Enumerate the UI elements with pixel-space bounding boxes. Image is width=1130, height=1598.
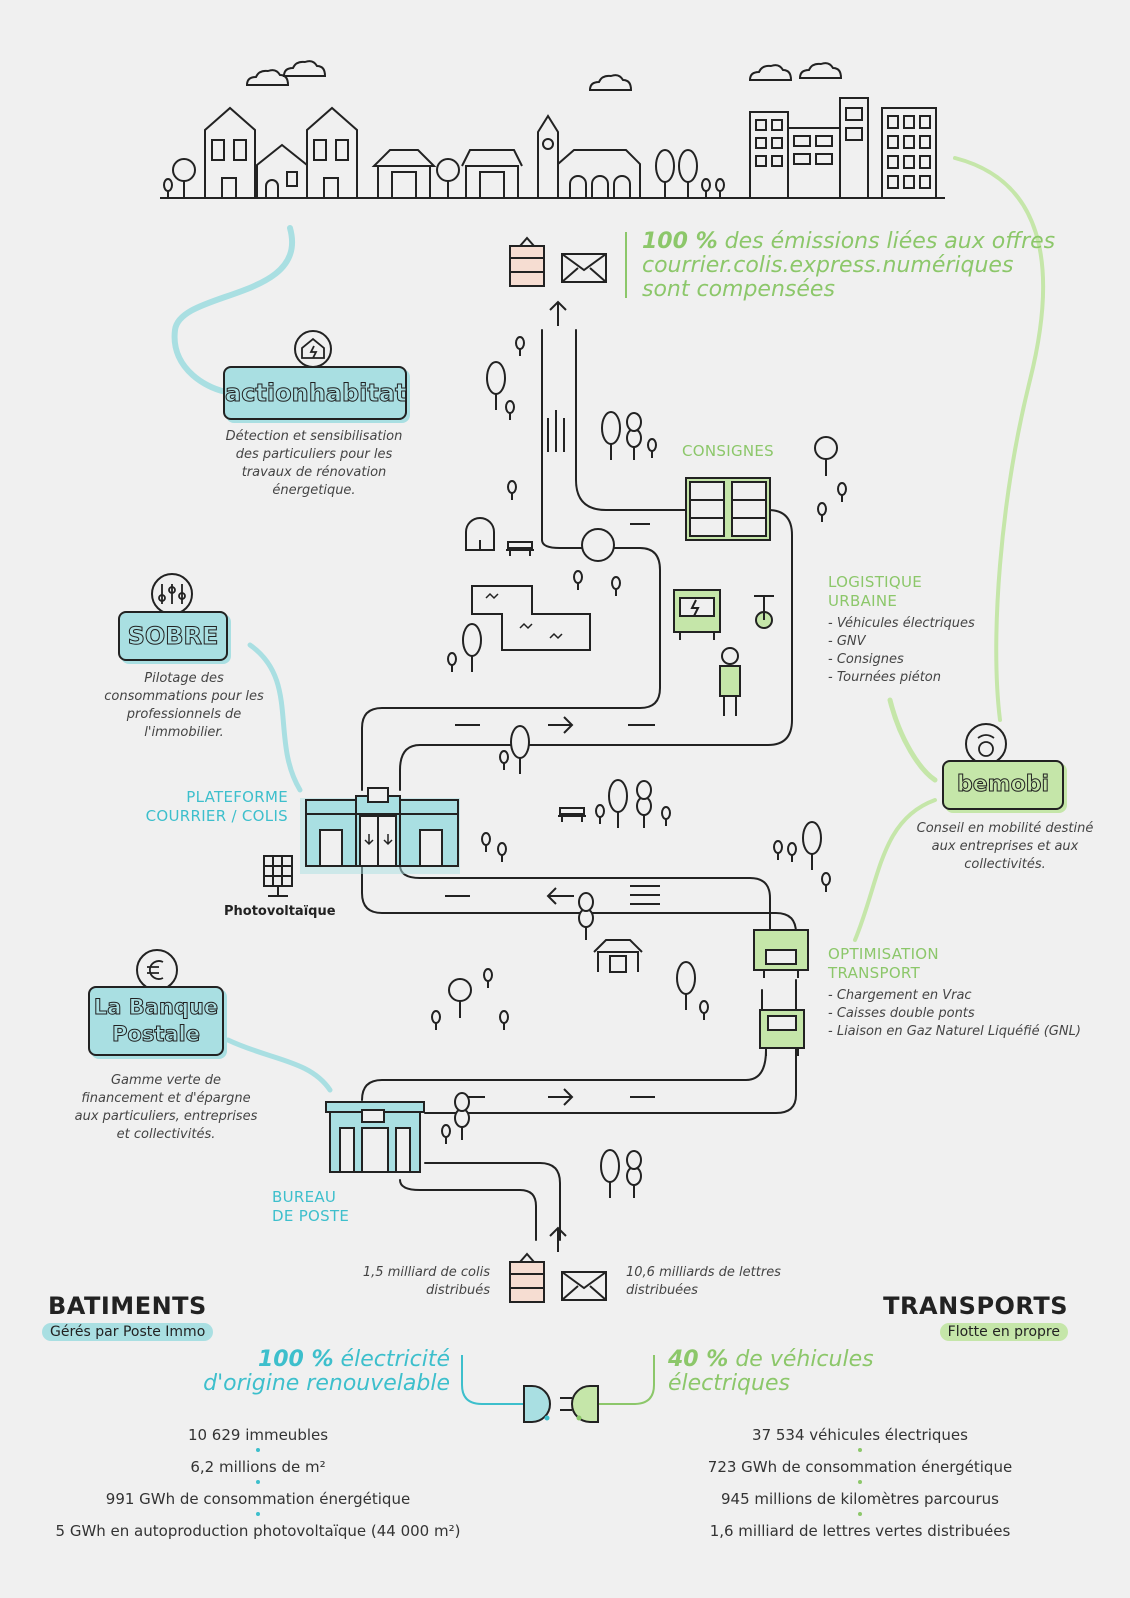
list-separator-dot (256, 1448, 260, 1452)
banque-postale-badge: La Banque Postale (88, 986, 224, 1056)
sobre-description: Pilotage des consommations pour les prof… (84, 670, 284, 742)
bemobi-desc-line: aux entreprises et aux (931, 839, 1079, 854)
header-stat-percent: 100 % (642, 229, 718, 254)
actionhabitat-description: Détection et sensibilisation des particu… (214, 428, 414, 500)
actionhabitat-desc-line: Détection et sensibilisation (225, 429, 403, 444)
bureau-label-line1: BUREAU (272, 1188, 337, 1206)
list-separator-dot (256, 1480, 260, 1484)
optimisation-transport: OPTIMISATION TRANSPORT - Chargement en V… (828, 945, 1081, 1041)
batiments-stat-percent: 100 % (257, 1347, 334, 1372)
transports-list-item: 37 534 véhicules électriques (752, 1426, 968, 1444)
batiments-subtitle: Gérés par Poste Immo (42, 1323, 214, 1341)
actionhabitat-badge: actionhabitat (223, 366, 407, 420)
logistique-item: - Consignes (828, 652, 904, 667)
header-stat-line1: des émissions liées aux offres (717, 229, 1056, 254)
banque-desc-line: Gamme verte de (110, 1073, 221, 1088)
logistique-item: - GNV (828, 634, 866, 649)
batiments-electricity-stat: 100 % électricité d'origine renouvelable (180, 1348, 450, 1396)
batiments-list-item: 5 GWh en autoproduction photovoltaïque (… (55, 1522, 461, 1540)
logistique-item: - Tournées piéton (828, 670, 941, 685)
transports-stat-list: 37 534 véhicules électriques 723 GWh de … (650, 1420, 1070, 1546)
header-stat-line3: sont compensées (642, 277, 835, 302)
bureau-de-poste-label: BUREAU DE POSTE (272, 1188, 349, 1226)
transports-stat-line2: électriques (668, 1371, 790, 1396)
banque-name-line1: La Banque (93, 995, 219, 1020)
transports-list-item: 723 GWh de consommation énergétique (707, 1458, 1013, 1476)
batiments-title: BATIMENTS (48, 1292, 207, 1320)
transports-vehicles-stat: 40 % de véhicules électriques (668, 1348, 928, 1396)
sobre-desc-line: l'immobilier. (144, 725, 224, 740)
transports-stat-percent: 40 % (668, 1347, 729, 1372)
bemobi-description: Conseil en mobilité destiné aux entrepri… (900, 820, 1110, 874)
bureau-label-line2: DE POSTE (272, 1207, 350, 1225)
transports-list-item: 1,6 milliard de lettres vertes distribué… (709, 1522, 1011, 1540)
transports-stat-line1: de véhicules (728, 1347, 874, 1372)
actionhabitat-desc-line: énergetique. (272, 483, 356, 498)
photovoltaique-label: Photovoltaïque (224, 904, 336, 919)
header-stat-line2: courrier.colis.express.numériques (642, 253, 1014, 278)
banque-description: Gamme verte de financement et d'épargne … (56, 1072, 276, 1144)
optimisation-title-line2: TRANSPORT (828, 964, 921, 982)
logistique-title-line1: LOGISTIQUE (828, 573, 923, 591)
header-emission-stat: 100 % des émissions liées aux offres cou… (642, 230, 1062, 302)
sobre-badge: SOBRE (118, 611, 228, 661)
lettres-stat: 10,6 milliards de lettres distribuées (626, 1264, 826, 1300)
banque-name-line2: Postale (112, 1022, 201, 1047)
batiments-list-item: 6,2 millions de m² (190, 1458, 326, 1476)
batiments-stat-line1: électricité (333, 1347, 450, 1372)
banque-desc-line: financement et d'épargne (81, 1091, 251, 1106)
plateforme-label: PLATEFORME COURRIER / COLIS (138, 788, 288, 826)
batiments-list-item: 991 GWh de consommation énergétique (105, 1490, 411, 1508)
bemobi-desc-line: collectivités. (964, 857, 1046, 872)
optimisation-item: - Liaison en Gaz Naturel Liquéfié (GNL) (828, 1024, 1081, 1039)
optimisation-item: - Chargement en Vrac (828, 988, 972, 1003)
transports-list-item: 945 millions de kilomètres parcourus (720, 1490, 999, 1508)
batiments-stat-list: 10 629 immeubles 6,2 millions de m² 991 … (48, 1420, 468, 1546)
banque-desc-line: et collectivités. (116, 1127, 216, 1142)
bemobi-badge: bemobi (942, 760, 1064, 810)
batiments-list-item: 10 629 immeubles (187, 1426, 329, 1444)
colis-stat-line1: 1,5 milliard de colis (362, 1265, 490, 1280)
list-separator-dot (256, 1512, 260, 1516)
list-separator-dot (858, 1480, 862, 1484)
logistique-urbaine: LOGISTIQUE URBAINE - Véhicules électriqu… (828, 573, 975, 687)
consignes-label: CONSIGNES (682, 442, 774, 460)
lettres-stat-line2: distribuées (626, 1283, 698, 1298)
sobre-desc-line: Pilotage des (144, 671, 224, 686)
optimisation-title-line1: OPTIMISATION (828, 945, 939, 963)
lettres-stat-line1: 10,6 milliards de lettres (626, 1265, 781, 1280)
transports-title: TRANSPORTS (883, 1292, 1068, 1320)
colis-stat: 1,5 milliard de colis distribués (330, 1264, 490, 1300)
plateforme-label-line1: PLATEFORME (186, 788, 288, 806)
batiments-stat-line2: d'origine renouvelable (203, 1371, 450, 1396)
banque-desc-line: aux particuliers, entreprises (74, 1109, 258, 1124)
transports-subtitle: Flotte en propre (939, 1323, 1068, 1341)
logistique-title-line2: URBAINE (828, 592, 898, 610)
sobre-desc-line: consommations pour les (104, 689, 264, 704)
optimisation-item: - Caisses double ponts (828, 1006, 975, 1021)
list-separator-dot (858, 1512, 862, 1516)
plateforme-label-line2: COURRIER / COLIS (145, 807, 288, 825)
sobre-desc-line: professionnels de (126, 707, 242, 722)
colis-stat-line2: distribués (426, 1283, 490, 1298)
logistique-item: - Véhicules électriques (828, 616, 975, 631)
actionhabitat-desc-line: travaux de rénovation (241, 465, 387, 480)
list-separator-dot (858, 1448, 862, 1452)
actionhabitat-desc-line: des particuliers pour les (235, 447, 393, 462)
bemobi-desc-line: Conseil en mobilité destiné (916, 821, 1094, 836)
